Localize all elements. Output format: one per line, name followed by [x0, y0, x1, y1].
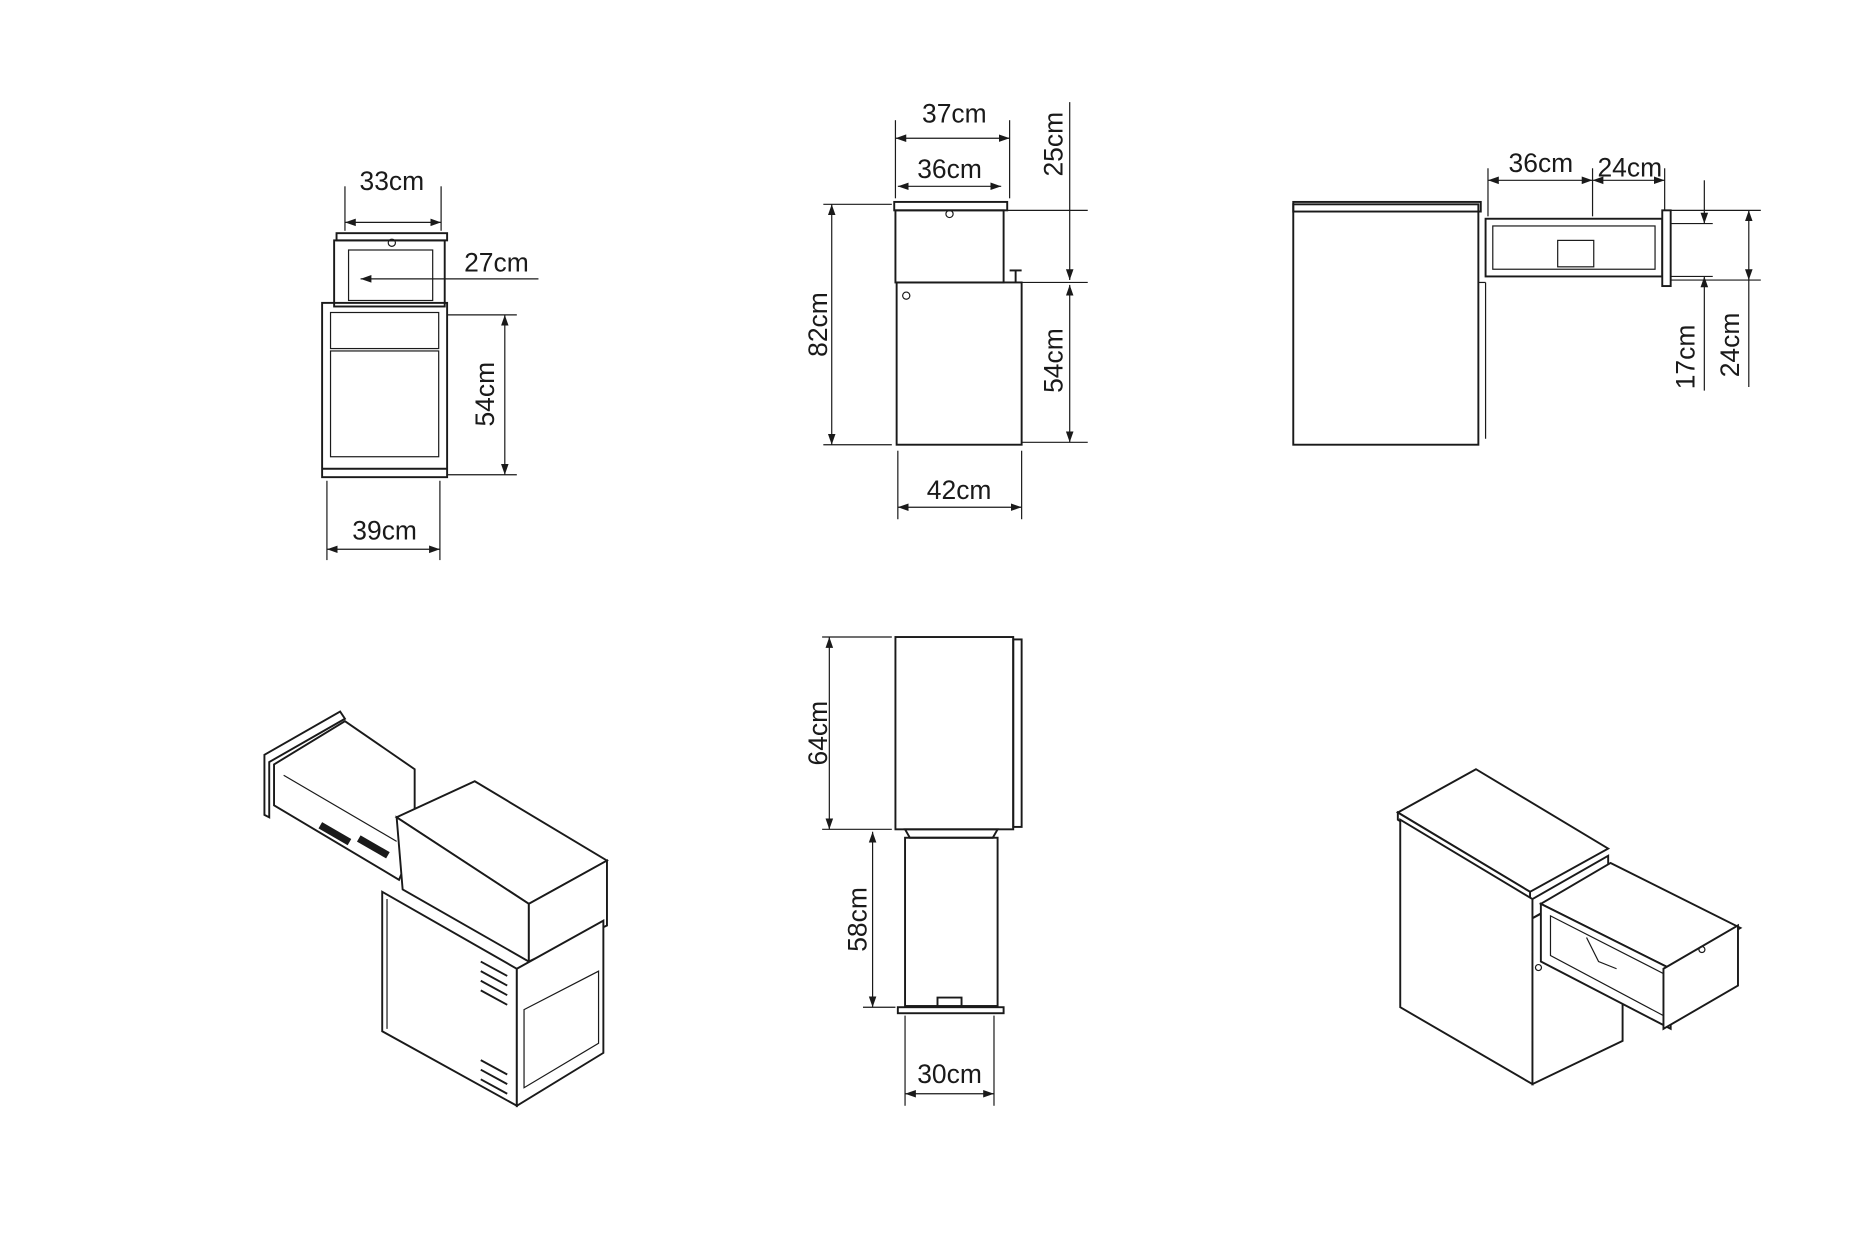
drawer-outer-height-label: 24cm: [1715, 313, 1745, 378]
front-base-width-label: 39cm: [352, 516, 417, 546]
side-base-width-label: 42cm: [927, 475, 992, 505]
vent-slots: [480, 960, 508, 1095]
side-drawer-height-label: 25cm: [1039, 112, 1069, 177]
top-depth-label: 64cm: [803, 701, 833, 766]
top-drawer-depth-label: 58cm: [843, 887, 873, 952]
drawer-extension-label: 24cm: [1597, 153, 1662, 183]
front-top-width-label: 33cm: [359, 166, 424, 196]
side-top-width-label: 37cm: [922, 99, 987, 129]
top-view: 64cm 58cm 30cm: [803, 636, 1023, 1106]
side-total-height-label: 82cm: [803, 292, 833, 357]
isometric-exploded-view: [263, 710, 609, 1108]
top-drawer-width-label: 30cm: [917, 1059, 982, 1089]
side-drawer-width-label: 36cm: [917, 154, 982, 184]
isometric-assembled-view: [1395, 768, 1743, 1086]
front-drawer-width-label: 27cm: [464, 248, 529, 278]
drawer-extended-view: 36cm 24cm 17cm 24cm: [1292, 148, 1761, 446]
front-height-label: 54cm: [470, 362, 500, 427]
drawer-inner-height-label: 17cm: [1671, 325, 1701, 390]
drawer-depth-label: 36cm: [1509, 148, 1574, 178]
side-view: 37cm 36cm 82cm 25cm 54cm 42cm: [803, 99, 1088, 520]
front-view: 33cm 27cm 54cm 39cm: [321, 166, 539, 561]
side-cabinet-height-label: 54cm: [1039, 328, 1069, 393]
